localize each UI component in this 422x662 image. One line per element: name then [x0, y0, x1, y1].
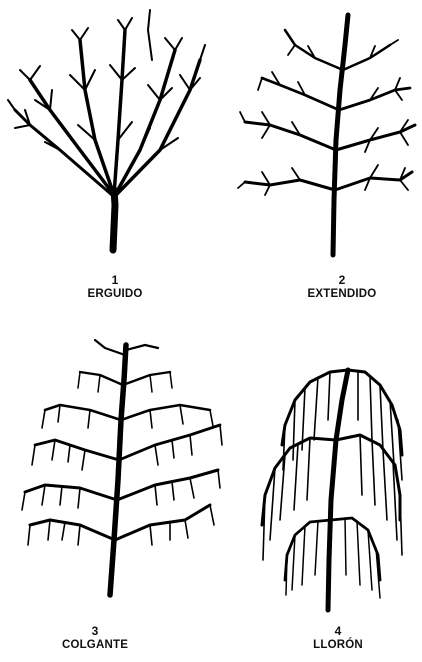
figure-label: LLORÓN — [268, 638, 408, 652]
figure-label: EXTENDIDO — [272, 287, 412, 301]
figure-label: COLGANTE — [25, 638, 165, 652]
figure-label: ERGUIDO — [45, 287, 185, 301]
caption-1: 1 ERGUIDO — [45, 273, 185, 301]
caption-2: 2 EXTENDIDO — [272, 273, 412, 301]
figure-number: 4 — [268, 624, 408, 638]
caption-4: 4 LLORÓN — [268, 624, 408, 652]
caption-3: 3 COLGANTE — [25, 624, 165, 652]
figure-number: 2 — [272, 273, 412, 287]
figure-number: 1 — [45, 273, 185, 287]
figure-number: 3 — [25, 624, 165, 638]
